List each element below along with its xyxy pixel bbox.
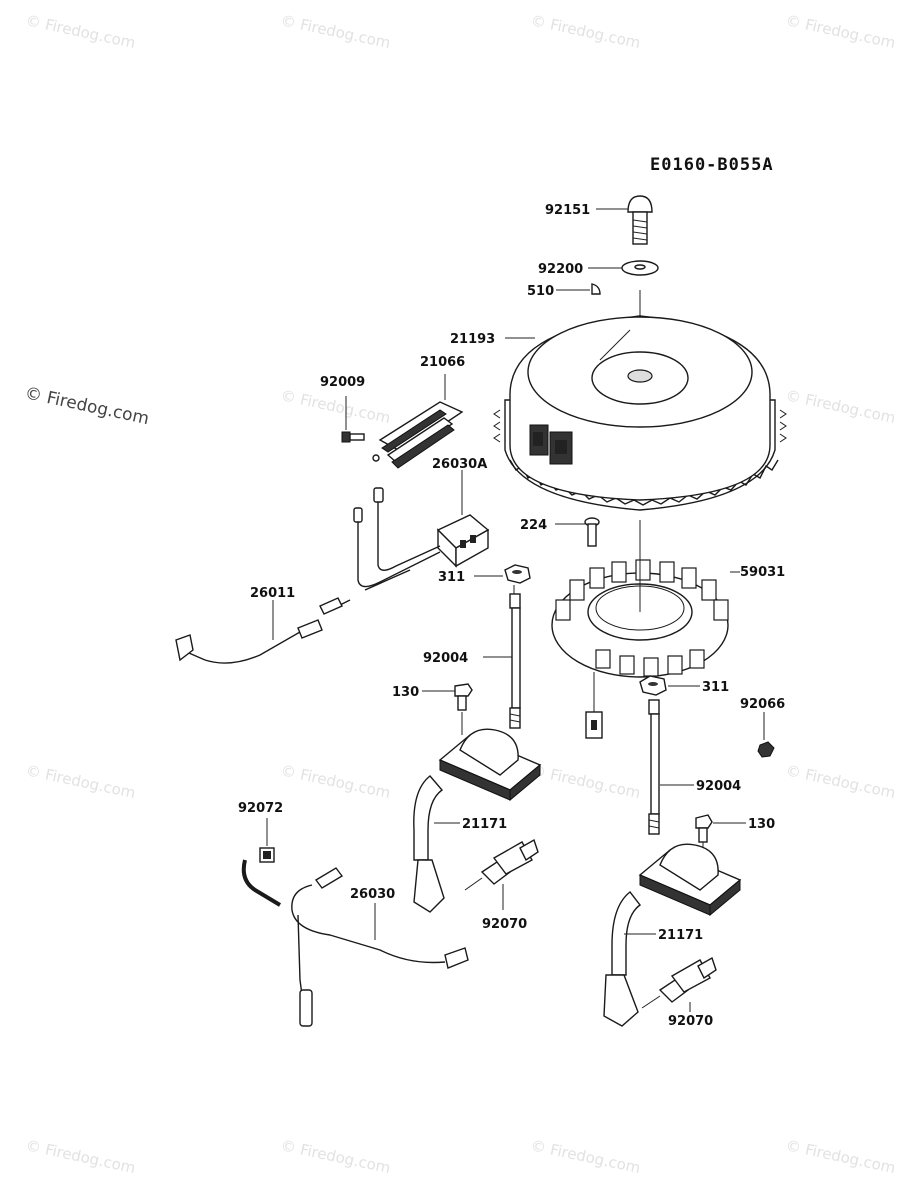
watermark: © Firedog.com — [784, 1136, 897, 1177]
bolt-130-left — [454, 683, 473, 711]
callout-21171-left: 21171 — [462, 817, 507, 832]
watermark: © Firedog.com — [24, 11, 137, 52]
watermark: © Firedog.com — [24, 1136, 137, 1177]
nut-92066 — [757, 741, 775, 758]
watermark: © Firedog.com — [784, 11, 897, 52]
nut-311-lower — [639, 675, 667, 696]
watermark-main: © Firedog.com — [23, 383, 151, 429]
watermark: © Firedog.com — [529, 761, 642, 802]
watermark: © Firedog.com — [279, 386, 392, 427]
callout-92070-left: 92070 — [482, 917, 527, 932]
callout-311-lower: 311 — [702, 680, 729, 695]
callout-92066: 92066 — [740, 697, 785, 712]
harness-26011 — [181, 500, 441, 664]
watermark: © Firedog.com — [529, 1136, 642, 1177]
stud-92004-upper — [509, 585, 521, 729]
diagram-code: E0160-B055A — [650, 155, 774, 175]
callout-92009: 92009 — [320, 375, 365, 390]
screw-224 — [584, 517, 600, 547]
callout-59031: 59031 — [740, 565, 785, 580]
callout-21171-right: 21171 — [658, 928, 703, 943]
callout-224: 224 — [520, 518, 547, 533]
watermark: © Firedog.com — [279, 1136, 392, 1177]
callout-130-right: 130 — [748, 817, 775, 832]
callout-92151: 92151 — [545, 203, 590, 218]
callout-92070-right: 92070 — [668, 1014, 713, 1029]
callout-21066: 21066 — [420, 355, 465, 370]
stud-92004-lower — [648, 699, 660, 835]
flywheel-21193 — [493, 315, 787, 511]
callout-26011: 26011 — [250, 586, 295, 601]
callout-92200: 92200 — [538, 262, 583, 277]
watermark: © Firedog.com — [784, 761, 897, 802]
ignition-coil-21171-left — [413, 728, 542, 913]
callout-21193: 21193 — [450, 332, 495, 347]
callout-26030: 26030 — [350, 887, 395, 902]
callout-26030A: 26030A — [432, 457, 487, 472]
callout-92072: 92072 — [238, 801, 283, 816]
watermark: © Firedog.com — [279, 761, 392, 802]
callout-130-left: 130 — [392, 685, 419, 700]
watermark: © Firedog.com — [529, 11, 642, 52]
key-510 — [591, 283, 601, 295]
callout-311-upper: 311 — [438, 570, 465, 585]
callout-510: 510 — [527, 284, 554, 299]
washer-92200 — [621, 260, 659, 276]
callout-92004-upper: 92004 — [423, 651, 468, 666]
watermark-grid: © Firedog.com © Firedog.com © Firedog.co… — [24, 11, 897, 1177]
clamp-92072 — [241, 847, 282, 907]
spark-plug-92070-right — [641, 956, 717, 1009]
watermark: © Firedog.com — [24, 761, 137, 802]
bolt-130-right — [695, 814, 713, 843]
stator-59031 — [551, 559, 729, 678]
watermark: © Firedog.com — [784, 386, 897, 427]
nut-311-upper — [504, 564, 531, 584]
watermark: © Firedog.com — [279, 11, 392, 52]
connector-26030A — [436, 514, 490, 568]
screw-92009 — [341, 431, 365, 443]
callout-92004-lower: 92004 — [696, 779, 741, 794]
spark-plug-92070-left — [464, 838, 539, 891]
bolt-92151 — [627, 195, 653, 245]
regulator-21066 — [372, 401, 464, 469]
